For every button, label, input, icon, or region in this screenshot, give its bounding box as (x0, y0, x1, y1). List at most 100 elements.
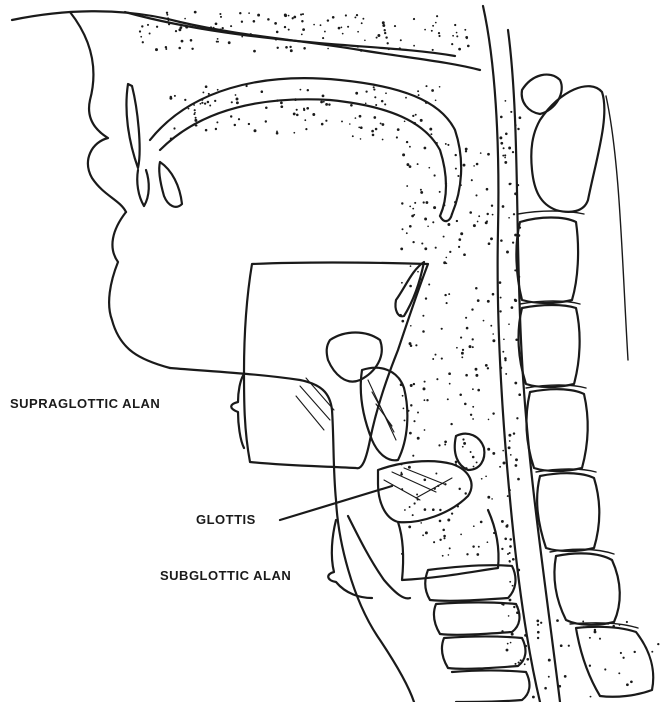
stipple-dot (338, 27, 341, 30)
stipple-dot (548, 659, 551, 662)
stipple-dot (475, 194, 477, 196)
stipple-dot (354, 16, 356, 18)
stipple-dot (448, 554, 450, 556)
stipple-dot (275, 38, 278, 41)
stipple-dot (524, 634, 527, 637)
stipple-dot (213, 27, 215, 29)
stipple-dot (508, 434, 511, 437)
stipple-dot (514, 192, 517, 195)
stipple-dot (435, 354, 437, 356)
stipple-dot (201, 99, 203, 101)
stipple-dot (449, 251, 451, 253)
stipple-dot (460, 337, 462, 339)
stipple-dot (455, 463, 457, 465)
stipple-dot (438, 444, 440, 446)
stipple-dot (455, 168, 457, 170)
stipple-dot (303, 109, 305, 111)
stipple-dot (509, 489, 511, 491)
stipple-dot (371, 130, 374, 133)
stipple-dot (191, 48, 193, 50)
stipple-dot (345, 14, 347, 16)
stipple-dot (170, 138, 172, 140)
stipple-dot (435, 22, 437, 24)
stipple-dot (302, 28, 305, 31)
stipple-dot (217, 89, 219, 91)
stipple-dot (320, 24, 322, 26)
stipple-dot (503, 147, 505, 149)
stipple-dot (486, 220, 488, 222)
stipple-dot (509, 538, 512, 541)
stipple-dot (488, 419, 490, 421)
subglottic-bracket (328, 520, 372, 598)
stipple-dot (284, 26, 286, 28)
stipple-dot (447, 398, 449, 400)
stipple-dot (469, 211, 472, 214)
stipple-dot (515, 124, 517, 126)
stipple-dot (202, 91, 204, 93)
stipple-dot (517, 478, 520, 481)
soft-palate-tip (440, 214, 452, 221)
stipple-dot (194, 109, 196, 111)
stipple-dot (510, 454, 512, 456)
stipple-dot (418, 94, 420, 96)
stipple-dot (400, 463, 402, 465)
stipple-dot (409, 506, 411, 508)
stipple-dot (376, 37, 378, 39)
stipple-dot (516, 417, 518, 419)
stipple-dot (485, 475, 487, 477)
stipple-dot (505, 133, 508, 136)
stipple-dot (612, 625, 615, 628)
stipple-dot (487, 496, 490, 499)
stipple-dot (385, 36, 387, 38)
stipple-dot (184, 18, 186, 20)
stipple-dot (408, 466, 411, 469)
stipple-dot (324, 31, 326, 33)
stipple-dot (361, 22, 363, 24)
stipple-dot (404, 419, 406, 421)
stipple-dot (265, 120, 267, 122)
stipple-dot (506, 649, 509, 652)
stipple-dot (537, 637, 539, 639)
stipple-dot (511, 633, 514, 636)
stipple-dot (219, 13, 221, 15)
stipple-dot (502, 351, 504, 353)
subglottic-label: SUBGLOTTIC ALAN (160, 568, 291, 583)
upper-incisor (126, 84, 139, 168)
stipple-dot (445, 257, 447, 259)
stipple-dot (512, 242, 514, 244)
stipple-dot (500, 297, 502, 299)
stipple-dot (364, 39, 366, 41)
stipple-dot (464, 403, 467, 406)
stipple-dot (486, 213, 488, 215)
stipple-dot (477, 299, 480, 302)
stipple-dot (509, 440, 511, 442)
stipple-dot (501, 548, 503, 550)
stipple-dot (443, 236, 445, 238)
stipple-dot (236, 98, 239, 101)
palate-lower (160, 99, 446, 216)
stipple-dot (341, 120, 343, 122)
stipple-dot (630, 680, 633, 683)
stipple-dot (328, 103, 330, 105)
stipple-dot (196, 125, 198, 127)
stipple-dot (439, 86, 441, 88)
stipple-dot (350, 104, 353, 107)
stipple-dot (415, 344, 417, 346)
stipple-dot (288, 15, 290, 17)
stipple-dot (524, 663, 526, 665)
stipple-dot (322, 37, 324, 39)
stipple-dot (403, 408, 405, 410)
stipple-dot (458, 48, 461, 51)
stipple-dot (401, 282, 403, 284)
palate-front-bump (159, 162, 182, 207)
stipple-dot (235, 94, 237, 96)
spinal-canal-line (606, 96, 628, 360)
stipple-dot (312, 113, 315, 116)
stipple-dot (502, 205, 505, 208)
stipple-dot (216, 121, 218, 123)
stipple-dot (289, 46, 291, 48)
stipple-dot (508, 615, 510, 617)
stipple-dot (156, 26, 158, 28)
stipple-dot (448, 293, 450, 295)
